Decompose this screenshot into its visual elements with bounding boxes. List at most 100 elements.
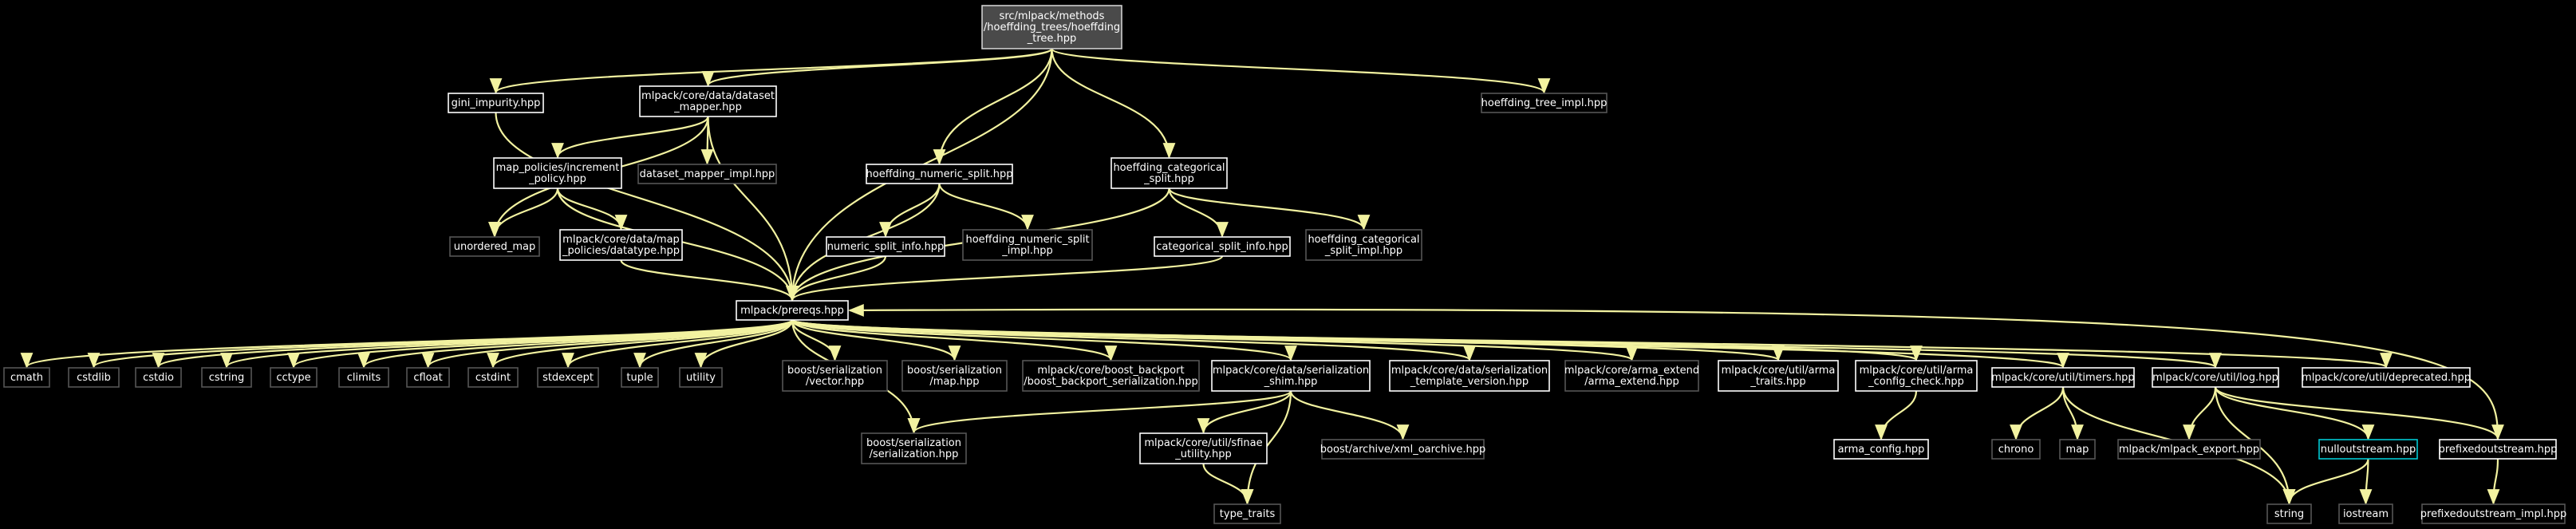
node-box — [448, 93, 544, 113]
node-label-line: hoeffding_tree_impl.hpp — [1481, 97, 1608, 109]
edge-timers-to-chrono — [2010, 386, 2065, 440]
node-chrono: chrono — [1991, 439, 2041, 460]
node-deprecated[interactable]: mlpack/core/util/deprecated.hpp — [2302, 367, 2471, 388]
node-box — [861, 432, 967, 464]
node-hoeffding_numeric_split[interactable]: hoeffding_numeric_split.hpp — [866, 164, 1013, 184]
node-label-line: climits — [347, 372, 381, 384]
node-categorical_split_info[interactable]: categorical_split_info.hpp — [1154, 236, 1291, 257]
edge-categorical_split_info-to-prereqs — [786, 255, 1224, 302]
node-label-line: mlpack/core/data/dataset — [641, 90, 775, 102]
node-hoeffding_categorical_split[interactable]: hoeffding_categorical_split.hpp — [1110, 157, 1228, 189]
node-sfinae_utility[interactable]: mlpack/core/util/sfinae_utility.hpp — [1139, 432, 1268, 464]
node-box — [1481, 93, 1608, 113]
edge-root-to-dataset_mapper — [701, 47, 1053, 87]
node-label-line: hoeffding_numeric_split — [965, 234, 1089, 246]
node-label-line: mlpack/core/util/log.hpp — [2152, 372, 2278, 384]
node-label-line: stdexcept — [542, 372, 594, 384]
node-utility: utility — [679, 367, 723, 388]
node-box — [467, 367, 519, 388]
edge-dataset_mapper-to-increment_policy — [551, 116, 709, 159]
node-box — [1564, 360, 1699, 392]
edge-root-to-hoeffding_numeric_split — [933, 48, 1053, 165]
node-box — [826, 236, 945, 257]
node-box — [201, 367, 252, 388]
node-label-line: _utility.hpp — [1174, 448, 1231, 460]
node-increment_policy[interactable]: map_policies/increment_policy.hpp — [493, 157, 622, 189]
node-root[interactable]: src/mlpack/methods/hoeffding_trees/hoeff… — [981, 5, 1122, 49]
edge-prereqs-to-utility — [694, 319, 794, 369]
node-box — [270, 367, 318, 388]
edge-hoeffding_categorical_split-to-hoeffding_categorical_split_impl — [1168, 188, 1371, 231]
edge-arma_config_check-to-arma_config — [1875, 390, 1918, 440]
node-box — [2439, 439, 2557, 460]
node-serialization_hpp: boost/serialization/serialization.hpp — [861, 432, 967, 464]
node-label-line: mlpack/core/util/sfinae — [1144, 437, 1262, 449]
node-xml_oarchive: boost/archive/xml_oarchive.hpp — [1320, 439, 1485, 460]
node-label-line: gini_impurity.hpp — [452, 97, 541, 109]
edge-prereqs-to-timers — [791, 318, 2069, 369]
node-cstdlib: cstdlib — [68, 367, 120, 388]
node-arma_traits[interactable]: mlpack/core/util/arma_traits.hpp — [1718, 360, 1839, 392]
node-dataset_mapper[interactable]: mlpack/core/data/dataset_mapper.hpp — [639, 85, 777, 117]
node-arma_config_check[interactable]: mlpack/core/util/arma_config_check.hpp — [1855, 360, 1978, 392]
node-unordered_map: unordered_map — [449, 236, 540, 257]
node-box — [2421, 503, 2566, 524]
edge-increment_policy-to-datatype — [556, 188, 628, 231]
node-timers[interactable]: mlpack/core/util/timers.hpp — [1991, 367, 2135, 388]
node-label-line: mlpack/mlpack_export.hpp — [2119, 444, 2259, 456]
node-label-line: cstdio — [143, 372, 174, 384]
node-label-line: hoeffding_numeric_split.hpp — [866, 168, 1013, 180]
node-cstdint: cstdint — [467, 367, 519, 388]
node-box — [2318, 439, 2418, 460]
node-box — [1110, 157, 1228, 189]
node-serialization_shim[interactable]: mlpack/core/data/serialization_shim.hpp — [1211, 360, 1371, 392]
node-label-line: cstdlib — [77, 372, 111, 384]
node-label-line: mlpack/core/boost_backport — [1037, 365, 1184, 377]
edge-log-to-prefixedoutstream — [2214, 386, 2504, 440]
edge-prereqs-to-deprecated — [791, 318, 2392, 369]
node-label-line: dataset_mapper_impl.hpp — [640, 168, 775, 180]
node-box — [679, 367, 723, 388]
node-nulloutstream[interactable]: nulloutstream.hpp — [2318, 439, 2418, 460]
edge-hoeffding_numeric_split-to-hoeffding_numeric_split_impl — [938, 183, 1034, 231]
node-arma_config[interactable]: arma_config.hpp — [1833, 439, 1929, 460]
node-vector_hpp: boost/serialization/vector.hpp — [782, 360, 888, 392]
node-arma_extend: mlpack/core/arma_extend/arma_extend.hpp — [1564, 360, 1699, 392]
edge-serialization_shim-to-sfinae_utility — [1197, 390, 1292, 434]
node-label-line: mlpack/core/data/map — [562, 234, 680, 246]
node-label-line: /vector.hpp — [806, 376, 864, 388]
node-serialization_template_version[interactable]: mlpack/core/data/serialization_template_… — [1389, 360, 1550, 392]
node-type_traits: type_traits — [1213, 503, 1281, 524]
edge-root-to-hoeffding_categorical_split — [1051, 48, 1176, 159]
node-label-line: iostream — [2343, 508, 2389, 520]
node-prereqs[interactable]: mlpack/prereqs.hpp — [736, 300, 849, 321]
node-boost_backport: mlpack/core/boost_backport/boost_backpor… — [1022, 360, 1200, 392]
node-datatype[interactable]: mlpack/core/data/map_policies/datatype.h… — [559, 229, 683, 261]
node-box — [2266, 503, 2312, 524]
node-box — [1855, 360, 1978, 392]
node-box — [1991, 367, 2135, 388]
edge-gini_impurity-to-prereqs — [495, 112, 799, 302]
node-gini_impurity[interactable]: gini_impurity.hpp — [448, 93, 544, 113]
node-hoeffding_tree_impl: hoeffding_tree_impl.hpp — [1481, 93, 1608, 113]
edge-prereqs-to-tuple — [633, 319, 794, 369]
node-box — [782, 360, 888, 392]
node-box — [1213, 503, 1281, 524]
node-iostream: iostream — [2338, 503, 2393, 524]
node-label-line: mlpack/core/util/timers.hpp — [1991, 372, 2134, 384]
node-label-line: type_traits — [1220, 508, 1276, 520]
edges-layer — [21, 47, 2504, 505]
node-log[interactable]: mlpack/core/util/log.hpp — [2152, 367, 2279, 388]
edge-prereqs-to-map_hpp — [791, 319, 961, 361]
node-map: map — [2059, 439, 2096, 460]
node-label-line: hoeffding_categorical — [1113, 162, 1225, 174]
node-label-line: utility — [686, 372, 716, 384]
node-box — [406, 367, 450, 388]
edge-prereqs-to-stdexcept — [562, 319, 794, 369]
edge-sfinae_utility-to-type_traits — [1202, 463, 1254, 505]
node-numeric_split_info[interactable]: numeric_split_info.hpp — [826, 236, 945, 257]
node-label-line: numeric_split_info.hpp — [827, 241, 945, 253]
node-box — [637, 164, 777, 184]
node-box — [1389, 360, 1550, 392]
node-prefixedoutstream[interactable]: prefixedoutstream.hpp — [2439, 439, 2558, 460]
